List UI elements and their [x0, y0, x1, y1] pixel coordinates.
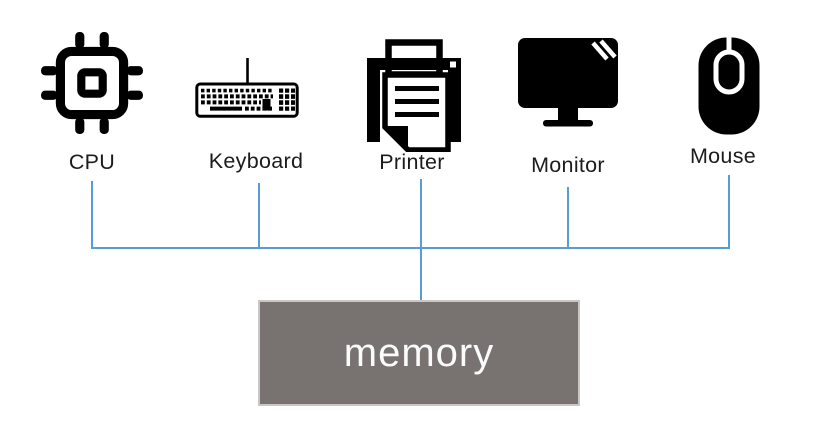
monitor-icon	[518, 38, 618, 127]
connector-mouse-line	[728, 175, 730, 248]
connector-cpu-line	[91, 181, 93, 248]
keyboard-label: Keyboard	[208, 149, 304, 173]
memory-block: memory	[258, 300, 580, 406]
mouse-icon	[698, 36, 760, 135]
keyboard-icon	[195, 58, 299, 118]
monitor-label: Monitor	[531, 153, 605, 177]
connector-bus-line	[91, 247, 730, 249]
memory-label: memory	[343, 330, 495, 375]
connector-printer-memory-line	[420, 179, 422, 300]
cpu-label: CPU	[68, 150, 116, 174]
printer-label: Printer	[379, 150, 445, 174]
mouse-label: Mouse	[689, 144, 757, 168]
cpu-chip-icon	[41, 32, 143, 134]
connector-monitor-line	[567, 187, 569, 248]
connector-keyboard-line	[258, 183, 260, 248]
printer-icon	[367, 39, 461, 152]
